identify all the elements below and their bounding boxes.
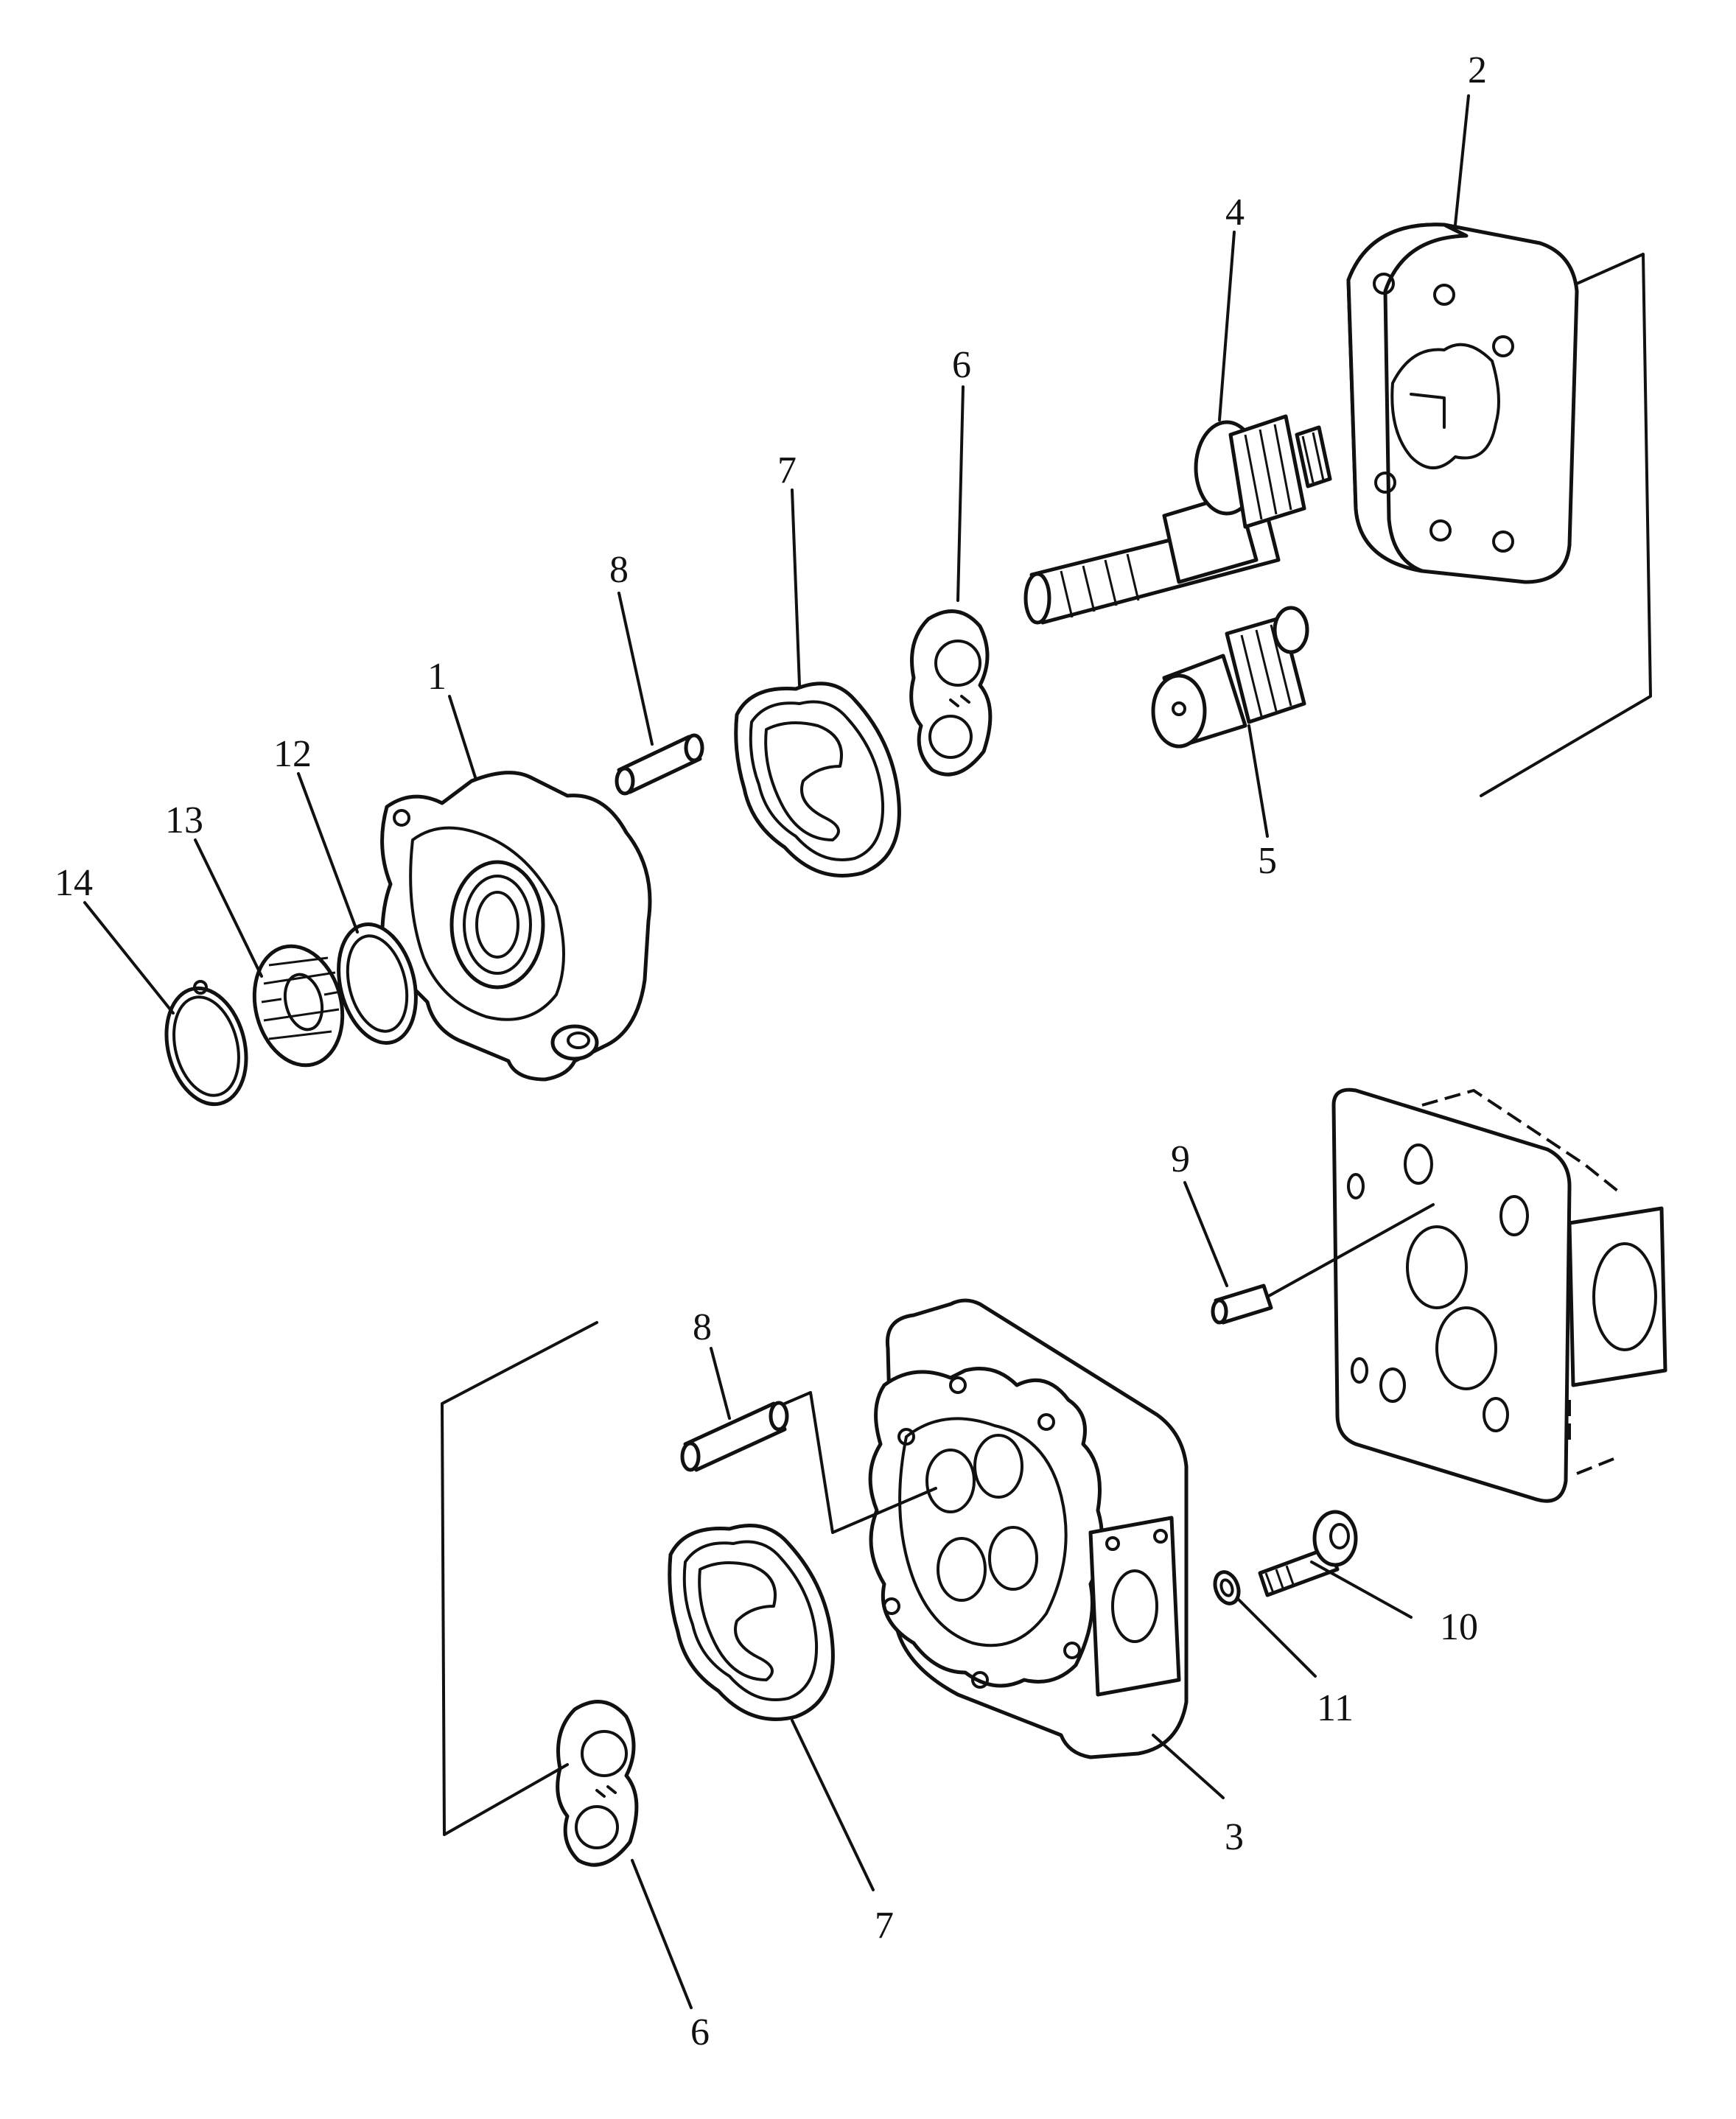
leader-14 [83, 901, 175, 1015]
part-13-oil-seal [252, 944, 345, 1068]
leader-8a [617, 592, 654, 746]
callout-11: 11 [1317, 1687, 1354, 1729]
part-9-dowel-pin [1211, 1203, 1435, 1325]
callout-8b: 8 [693, 1306, 712, 1348]
part-1-front-housing [380, 771, 652, 1082]
callout-9: 9 [1171, 1138, 1190, 1180]
leader-6b [631, 1859, 693, 2009]
callout-7b: 7 [875, 1905, 894, 1947]
leader-11 [1236, 1597, 1317, 1678]
leader-7b [791, 1719, 875, 1891]
leader-5 [1247, 724, 1269, 838]
leader-6a [956, 385, 965, 602]
leader-1 [448, 695, 477, 779]
callout-10: 10 [1440, 1606, 1478, 1648]
part-6-bushing-lower [556, 1700, 639, 1867]
upper-assembly-bracket [1480, 253, 1652, 797]
callout-3: 3 [1225, 1816, 1244, 1858]
leader-8b [710, 1347, 731, 1420]
part-6-bushing-upper [909, 609, 993, 777]
leader-7a [791, 488, 801, 687]
part-8-dowel-pin-upper [615, 733, 704, 796]
part-10-bolt [1258, 1510, 1358, 1597]
callout-4: 4 [1225, 192, 1245, 234]
part-4-drive-shaft [1023, 414, 1332, 625]
leader-2 [1454, 94, 1470, 226]
leader-3 [1152, 1734, 1225, 1799]
leader-4 [1218, 231, 1236, 421]
callout-5: 5 [1258, 840, 1277, 882]
callout-12: 12 [273, 733, 312, 775]
callout-8a: 8 [609, 549, 629, 591]
part-7-gasket-upper [734, 682, 901, 878]
leader-12 [297, 772, 359, 934]
part-14-snap-ring [164, 980, 248, 1107]
lower-assembly-bracket [441, 1321, 598, 1836]
callout-1: 1 [427, 656, 447, 698]
callout-6b: 6 [690, 2011, 710, 2053]
leader-10 [1310, 1561, 1413, 1619]
callout-7a: 7 [777, 449, 797, 491]
part-12-washer [337, 922, 418, 1045]
part-8-dowel-pin-lower [680, 1391, 937, 1534]
callout-6a: 6 [952, 344, 971, 386]
part-5-driven-gear [1151, 606, 1309, 749]
callout-13: 13 [165, 799, 203, 841]
part-3-gear-case [868, 1298, 1189, 1759]
part-2-cover-plate [1346, 223, 1579, 584]
callout-14: 14 [55, 862, 93, 904]
rear-housing [1331, 1087, 1667, 1503]
callout-2: 2 [1468, 49, 1487, 91]
part-7-gasket-lower [668, 1524, 835, 1721]
leader-13 [194, 838, 263, 978]
part-11-washer [1213, 1570, 1241, 1605]
leader-9 [1183, 1181, 1228, 1287]
